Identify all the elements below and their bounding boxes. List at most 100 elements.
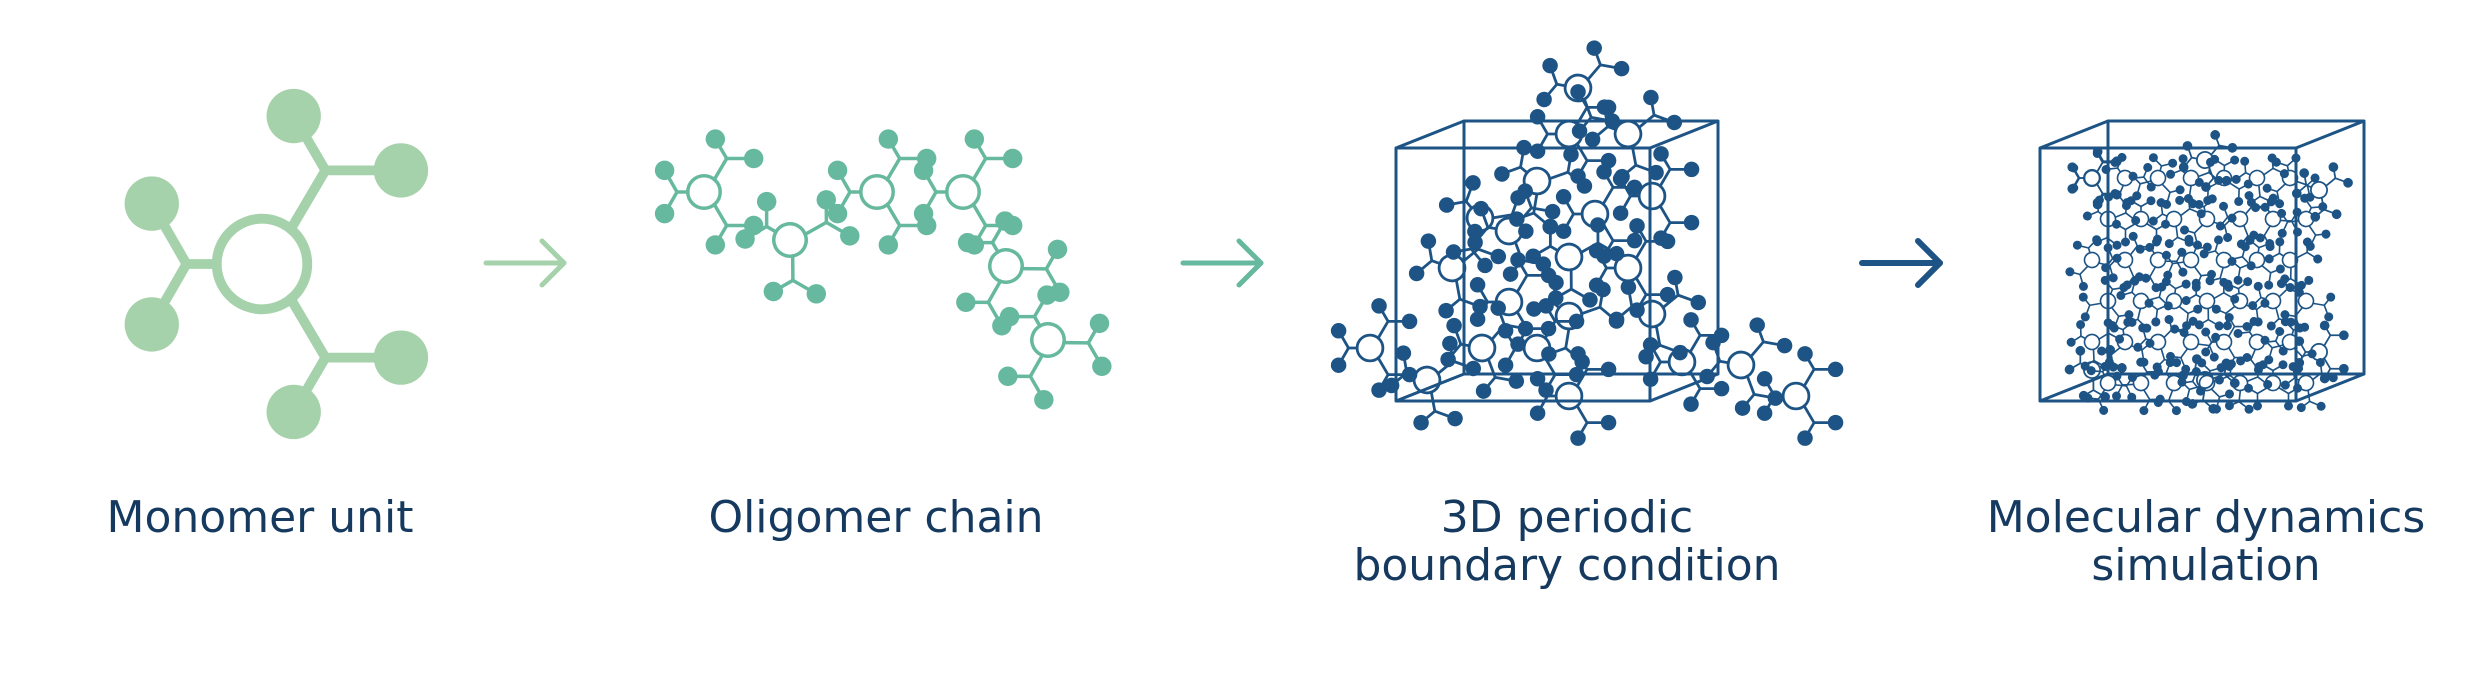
atom — [1582, 292, 1598, 308]
atom — [2223, 279, 2233, 289]
atom — [2105, 345, 2116, 355]
atom — [2092, 199, 2103, 210]
molecule-unit — [1438, 175, 1534, 274]
atom — [1827, 361, 1844, 378]
atom — [998, 366, 1018, 387]
molecule-unit — [2144, 277, 2203, 331]
bond — [885, 202, 902, 228]
bond — [2175, 225, 2179, 239]
atom — [1626, 232, 1643, 249]
bond — [2242, 224, 2249, 237]
ring — [1412, 365, 1442, 395]
atom — [2280, 274, 2290, 284]
molecule-unit — [1584, 89, 1683, 185]
atom — [2178, 162, 2189, 173]
ring — [772, 222, 808, 258]
atom — [2294, 357, 2305, 368]
atom — [1642, 371, 1659, 387]
atom — [1653, 230, 1669, 246]
bond — [1575, 142, 1589, 163]
bond — [2275, 307, 2280, 320]
atom — [1408, 265, 1425, 282]
molecule-unit — [2078, 275, 2134, 333]
atom — [2133, 342, 2143, 352]
bond — [2212, 373, 2226, 380]
molecule-unit — [2294, 320, 2349, 384]
atom — [816, 190, 837, 210]
atom — [2249, 316, 2259, 326]
ring — [1554, 381, 1584, 411]
atom — [1571, 123, 1588, 139]
atom — [1612, 171, 1629, 187]
atom — [2302, 237, 2312, 247]
ring — [1465, 203, 1495, 233]
atom — [1713, 380, 1730, 397]
atom — [2193, 304, 2203, 314]
atom — [1612, 205, 1629, 221]
atom — [1756, 405, 1773, 421]
atom — [2275, 237, 2285, 247]
atom — [1600, 361, 1617, 378]
atom — [2191, 278, 2201, 288]
atom — [913, 203, 934, 224]
bond — [2193, 224, 2204, 234]
box-edge — [1649, 119, 1719, 150]
atom — [1699, 368, 1715, 385]
atom — [1596, 164, 1612, 180]
bond — [2227, 346, 2236, 359]
atom — [2343, 177, 2353, 188]
bond — [790, 254, 795, 283]
molecule-unit — [2181, 277, 2240, 331]
atom — [2130, 276, 2140, 286]
atom — [2319, 373, 2330, 384]
atom — [1420, 233, 1437, 249]
bond — [2165, 372, 2171, 378]
box-edge — [1395, 372, 1465, 403]
atom — [2225, 389, 2235, 399]
atom — [2164, 239, 2174, 249]
bond — [2257, 246, 2260, 254]
atom — [1683, 161, 1700, 178]
ring — [2281, 251, 2299, 269]
bond — [2308, 224, 2317, 236]
bond — [2263, 225, 2271, 237]
atom — [2100, 275, 2110, 285]
atom — [1667, 269, 1683, 286]
bond — [2307, 389, 2311, 403]
atom — [1477, 257, 1493, 274]
atom — [2338, 330, 2349, 341]
arrow-2-icon — [1180, 238, 1264, 288]
ring — [2165, 210, 2183, 228]
atom — [2172, 358, 2182, 368]
bond — [2258, 184, 2261, 198]
molecule-unit — [2067, 146, 2122, 210]
bond — [1551, 300, 1561, 310]
atom — [373, 143, 429, 198]
bond — [2092, 348, 2095, 362]
atom — [1600, 414, 1617, 431]
atom — [2205, 276, 2215, 286]
atom — [743, 148, 764, 169]
bond — [2139, 180, 2152, 185]
bond — [2097, 210, 2103, 216]
atom — [2165, 358, 2175, 368]
bond — [1749, 340, 1765, 359]
box-edge — [2039, 372, 2109, 403]
bond — [1519, 165, 1529, 175]
atom — [2092, 146, 2103, 157]
atom — [2208, 403, 2219, 414]
atom — [2150, 370, 2160, 380]
atom — [1413, 414, 1429, 431]
atom — [1465, 175, 1481, 191]
atom — [2187, 399, 2198, 409]
caption-line: Oligomer chain — [708, 492, 1044, 543]
atom — [2178, 267, 2188, 277]
bond — [1376, 319, 1390, 340]
atom — [1508, 373, 1525, 389]
bond — [2246, 376, 2259, 383]
molecule-unit — [1383, 335, 1482, 431]
caption-line: 3D periodic — [1440, 492, 1694, 543]
atom — [2268, 193, 2278, 203]
atom — [2224, 313, 2234, 322]
ring — [2198, 210, 2216, 228]
